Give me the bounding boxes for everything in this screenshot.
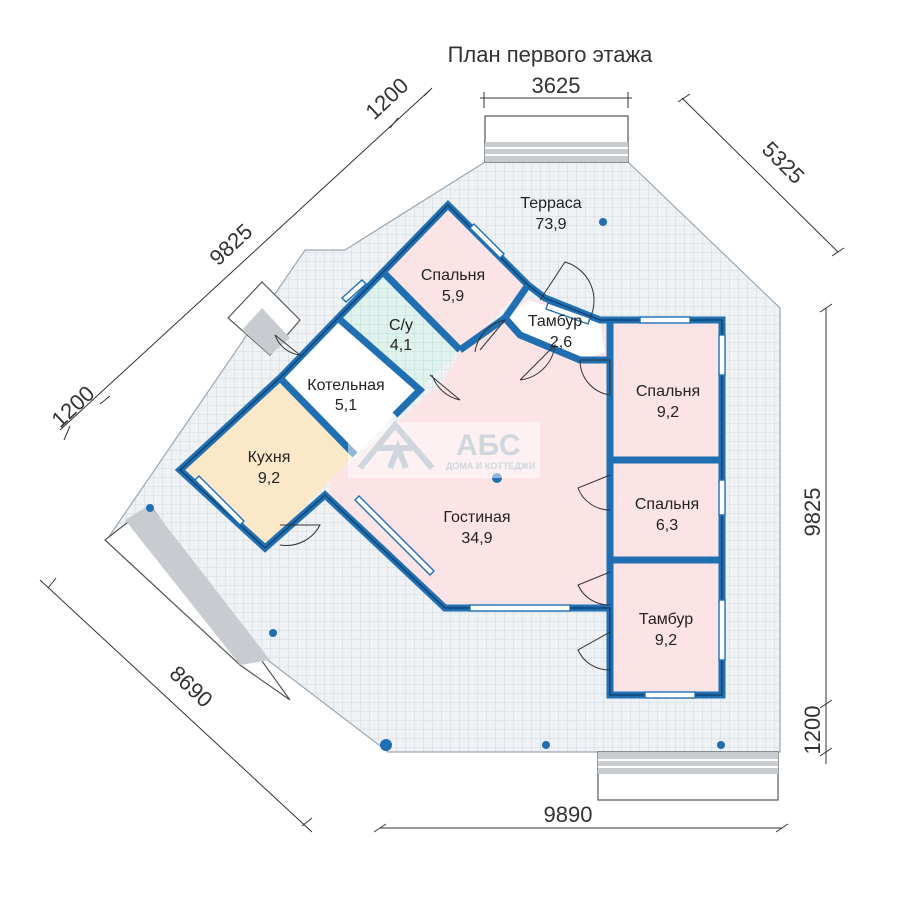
dim-bottom: 9890: [544, 802, 593, 827]
doors: [274, 261, 611, 671]
bedroom-63-floor: [612, 462, 722, 557]
dim-right: 9825: [800, 488, 825, 537]
room-area-living: 34,9: [461, 530, 492, 547]
room-name-bedroom-large: Спальня: [636, 383, 700, 400]
logo-watermark: АБС ДОМА И КОТТЕДЖИ: [348, 420, 540, 478]
vestibule-26-floor: [505, 300, 605, 360]
room-area-vestibule-large: 9,2: [655, 632, 677, 649]
room-name-boiler: Котельная: [307, 377, 384, 394]
dimension-lines: [39, 87, 845, 833]
dim-left-diag: 9825: [204, 219, 257, 271]
windows: [194, 223, 726, 699]
room-name-kitchen: Кухня: [248, 449, 291, 466]
dim-right-small: 1200: [800, 706, 825, 755]
room-name-bedroom-medium: Спальня: [635, 496, 699, 513]
room-area-bedroom-large: 9,2: [657, 404, 679, 421]
room-area-bedroom-small: 5,9: [442, 288, 464, 305]
stairs-upper-left: [227, 281, 301, 356]
stairs-bottom: [597, 751, 779, 801]
logo-text: АБС: [456, 429, 521, 462]
dim-top-right-diag: 5325: [757, 137, 809, 189]
bathroom-floor: [338, 272, 460, 390]
room-name-living: Гостиная: [443, 509, 510, 526]
room-area-terrace: 73,9: [535, 216, 566, 233]
plan-title: План первого этажа: [448, 42, 654, 67]
room-area-kitchen: 9,2: [258, 470, 280, 487]
stairs-top: [484, 115, 629, 163]
house-logo-icon: [357, 420, 435, 470]
vestibule-92-floor: [612, 562, 722, 695]
room-name-vestibule-small: Тамбур: [528, 313, 582, 330]
dim-bottom-left-diag: 8690: [165, 661, 218, 713]
logo-subtext: ДОМА И КОТТЕДЖИ: [446, 461, 535, 471]
room-area-vestibule-small: 2,6: [550, 334, 572, 351]
room-area-bedroom-medium: 6,3: [656, 517, 678, 534]
room-name-bathroom: С/у: [389, 317, 413, 334]
dim-left-top-small: 1200: [360, 73, 413, 125]
room-area-bathroom: 4,1: [390, 337, 412, 354]
bedroom-92-floor: [612, 322, 722, 459]
dim-top: 3625: [532, 73, 581, 98]
room-name-terrace: Терраса: [520, 195, 581, 212]
room-area-boiler: 5,1: [335, 397, 357, 414]
stairs-left: [104, 504, 291, 701]
boiler-room-floor: [280, 318, 420, 455]
room-name-bedroom-small: Спальня: [421, 267, 485, 284]
room-name-vestibule-large: Тамбур: [639, 611, 693, 628]
bedroom-59-floor: [383, 205, 528, 350]
dim-left-bottom-small: 1200: [46, 381, 99, 433]
